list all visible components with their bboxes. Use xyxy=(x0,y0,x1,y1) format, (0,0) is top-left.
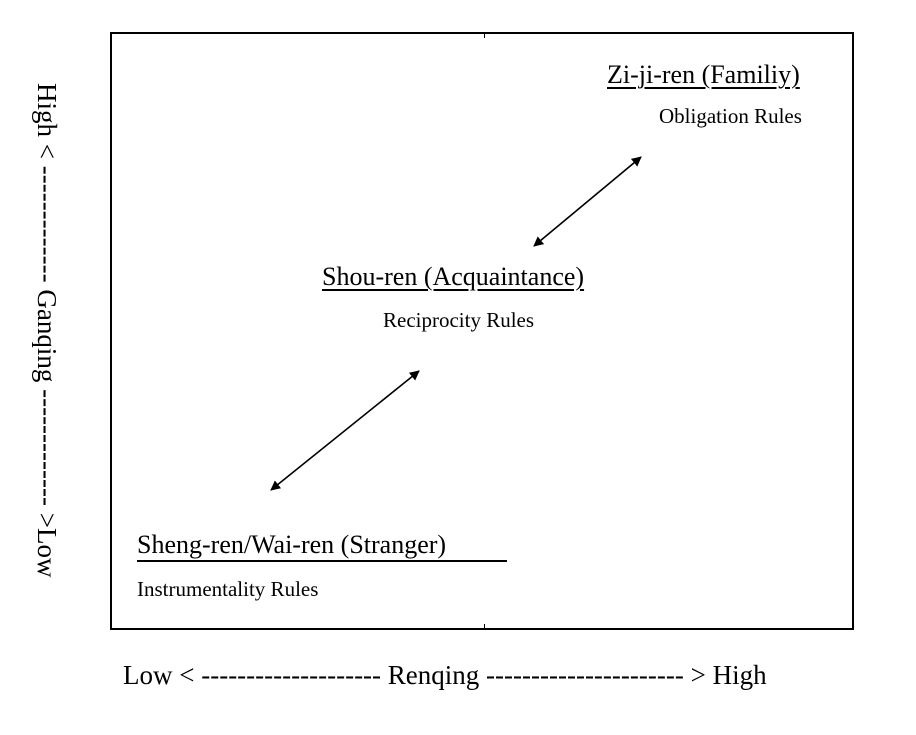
x-axis-label: Low < -------------------- Renqing -----… xyxy=(123,660,767,690)
stranger-node-rule: Instrumentality Rules xyxy=(137,577,319,601)
acquaintance-stranger-arrow xyxy=(270,370,420,491)
stranger-title-underline xyxy=(137,560,507,562)
family-node-title: Zi-ji-ren (Familiy) xyxy=(607,60,800,89)
top-center-tick xyxy=(484,32,485,38)
acquaintance-node-rule: Reciprocity Rules xyxy=(383,308,535,332)
y-axis-label: High < ------------- Ganqing -----------… xyxy=(31,83,62,578)
stranger-node-title: Sheng-ren/Wai-ren (Stranger) xyxy=(137,530,447,559)
family-node-rule: Obligation Rules xyxy=(659,104,802,128)
acquaintance-node-title: Shou-ren (Acquaintance) xyxy=(322,262,585,291)
stranger-node-title-group: Sheng-ren/Wai-ren (Stranger) xyxy=(137,530,507,562)
family-acquaintance-arrow xyxy=(533,156,642,247)
bottom-center-tick xyxy=(484,624,485,630)
diagram-frame xyxy=(110,32,854,630)
